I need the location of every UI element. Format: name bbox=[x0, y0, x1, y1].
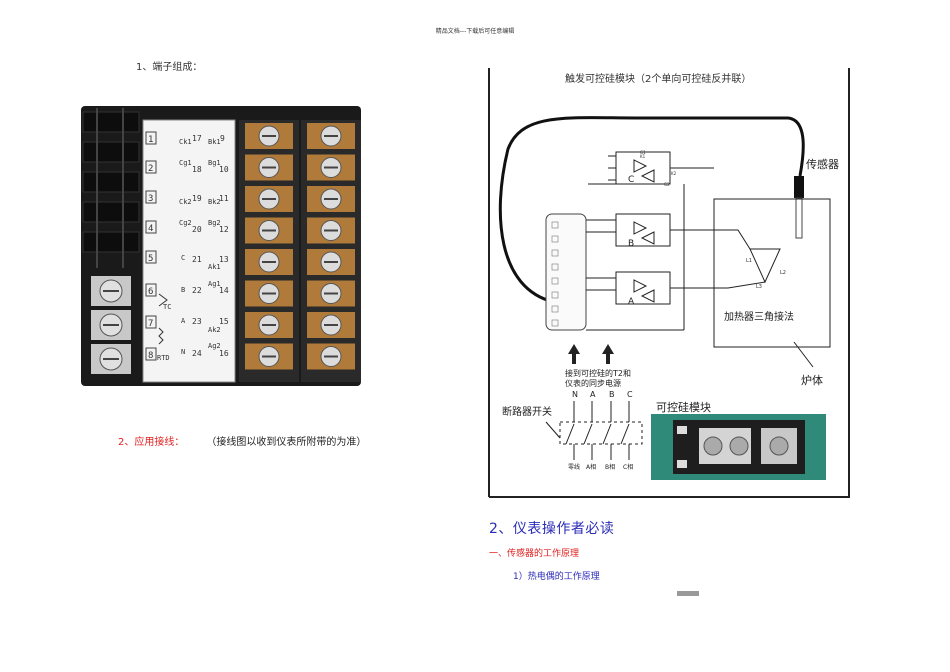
terminal-block-photo: 1 2 3 4 5 6 7 8 Ck1 Cg1 Ck2 Cg2 C B A N … bbox=[77, 98, 365, 394]
wiring-diagram: 触发可控硅模块（2个单向可控硅反并联） 传感器 加热器三角接法 炉体 L1 L2… bbox=[488, 68, 850, 498]
terminal-label: Ag2 bbox=[208, 342, 221, 350]
terminal-number: 12 bbox=[219, 225, 229, 234]
terminal-number: 9 bbox=[220, 134, 225, 143]
terminal-number: 20 bbox=[192, 225, 202, 234]
line-label: C bbox=[627, 390, 633, 399]
terminal-number: 8 bbox=[148, 351, 153, 361]
phase-c-label: C bbox=[628, 175, 634, 185]
heater-label: 加热器三角接法 bbox=[724, 310, 794, 323]
terminal-number: 7 bbox=[148, 319, 153, 329]
terminal-number: 24 bbox=[192, 349, 202, 358]
terminal-label: Ck1 bbox=[179, 138, 192, 146]
line-phase-label: B相 bbox=[605, 463, 615, 471]
terminal-label: Bg1 bbox=[208, 159, 221, 167]
terminal-label: Ak1 bbox=[208, 263, 221, 271]
scr-module-photo bbox=[651, 414, 826, 480]
terminal-label: C bbox=[181, 254, 185, 262]
sync-note-line2: 仪表的同步电源 bbox=[565, 378, 621, 388]
terminal-label: Ak2 bbox=[208, 326, 221, 334]
scr-label: K2 bbox=[671, 171, 677, 176]
terminal-label: B bbox=[181, 286, 185, 294]
line-phase-label: A相 bbox=[586, 463, 596, 471]
terminal-label: Cg1 bbox=[179, 159, 192, 167]
page-header-note: 精品文档---下载后可任意编辑 bbox=[435, 28, 515, 35]
terminal-number: 11 bbox=[219, 194, 229, 203]
section-wiring-label: 2、应用接线： （接线图以收到仪表所附带的为准） bbox=[118, 433, 366, 448]
coil-label: L3 bbox=[756, 284, 762, 290]
coil-label: L2 bbox=[780, 270, 786, 276]
scr-label: K1 bbox=[640, 154, 646, 159]
terminal-number: 10 bbox=[219, 165, 229, 174]
terminal-number: 2 bbox=[148, 164, 153, 174]
terminal-number: 19 bbox=[192, 194, 202, 203]
page-decoration-bar bbox=[677, 591, 699, 596]
terminal-number: 5 bbox=[148, 254, 153, 264]
scr-label: G1 bbox=[640, 150, 646, 155]
scr-module-label: 可控硅模块 bbox=[656, 400, 711, 414]
terminal-number: 4 bbox=[148, 224, 153, 234]
section-title-operators: 2、仪表操作者必读 bbox=[489, 521, 615, 537]
tc-label: TC bbox=[163, 303, 171, 311]
wiring-note: （接线图以收到仪表所附带的为准） bbox=[206, 437, 367, 448]
terminal-number: 15 bbox=[219, 317, 229, 326]
terminal-number: 6 bbox=[148, 287, 153, 297]
sensor-label: 传感器 bbox=[806, 158, 839, 171]
phase-b-label: B bbox=[628, 239, 634, 249]
terminal-number: 17 bbox=[192, 134, 202, 143]
phase-a-label: A bbox=[628, 297, 635, 307]
diagram-title: 触发可控硅模块（2个单向可控硅反并联） bbox=[565, 72, 751, 85]
terminal-label: Bg2 bbox=[208, 219, 221, 227]
terminal-number: 1 bbox=[148, 135, 153, 145]
terminal-label: Cg2 bbox=[179, 219, 192, 227]
coil-label: L1 bbox=[746, 258, 752, 264]
breaker-label: 断路器开关 bbox=[502, 405, 552, 418]
terminal-number-column: 1 2 3 4 5 6 7 8 bbox=[145, 131, 157, 361]
terminal-label: N bbox=[181, 348, 185, 356]
terminal-label: Bk2 bbox=[208, 198, 221, 206]
section-title-terminals: 1、端子组成： bbox=[136, 62, 203, 73]
terminal-number: 23 bbox=[192, 317, 202, 326]
line-label: N bbox=[572, 390, 578, 399]
terminal-number: 16 bbox=[219, 349, 229, 358]
subsection-sensor-principle: 一、传感器的工作原理 bbox=[489, 549, 580, 559]
terminal-number: 21 bbox=[192, 255, 202, 264]
terminal-label: Ck2 bbox=[179, 198, 192, 206]
sync-note-line1: 接到可控硅的T2和 bbox=[565, 368, 631, 378]
subsection-thermocouple: 1）热电偶的工作原理 bbox=[513, 572, 600, 582]
furnace-label: 炉体 bbox=[801, 373, 823, 387]
line-phase-label: 零线 bbox=[568, 463, 580, 471]
terminal-label: A bbox=[181, 317, 186, 325]
sensor-label-chars: 传感器 bbox=[806, 158, 839, 171]
terminal-number: 3 bbox=[148, 194, 153, 204]
terminal-number: 14 bbox=[219, 286, 229, 295]
terminal-number: 13 bbox=[219, 255, 229, 264]
terminal-label: Ag1 bbox=[208, 280, 221, 288]
scr-label: G2 bbox=[664, 182, 670, 187]
terminal-number: 22 bbox=[192, 286, 202, 295]
wiring-label: 2、应用接线： bbox=[118, 437, 185, 448]
line-phase-label: C相 bbox=[623, 463, 633, 471]
line-label: A bbox=[590, 390, 596, 399]
rtd-label: RTD bbox=[157, 354, 170, 362]
terminal-number: 18 bbox=[192, 165, 202, 174]
terminal-label: Bk1 bbox=[208, 138, 221, 146]
line-label: B bbox=[609, 390, 615, 399]
